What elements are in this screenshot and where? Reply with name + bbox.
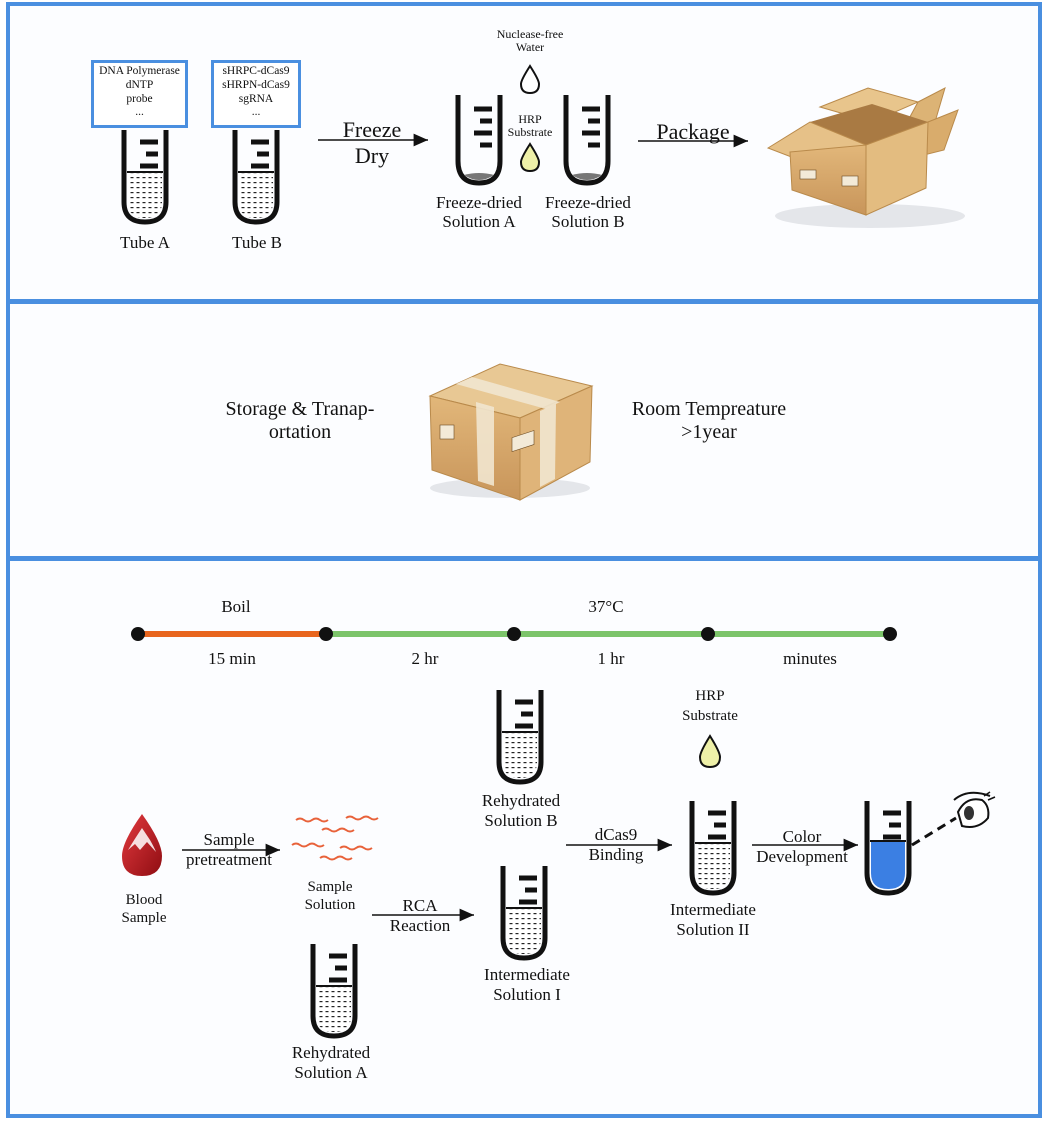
water-label-2: Water (515, 40, 545, 54)
substrate-drop-icon (698, 734, 722, 769)
color-development-label-2: Development (756, 847, 848, 866)
blood-sample-label-1: Blood (125, 892, 163, 908)
reagent-item: probe (126, 92, 153, 105)
storage-label-1: Storage & Tranap- (225, 398, 375, 420)
rehydrated-b-label-1: Rehydrated (481, 791, 561, 810)
reagent-item: sHRPC-dCas9 (222, 65, 290, 77)
water-drop-icon (519, 64, 541, 95)
timeline-node (319, 627, 333, 641)
solution-a-label-1: Freeze-dried (436, 193, 522, 212)
duration-label: 15 min (208, 649, 256, 668)
intermediate-tube-ii-icon (689, 801, 737, 896)
intermediate-ii-label-1: Intermediate (670, 900, 756, 919)
duration-label: 1 hr (597, 649, 625, 668)
timeline-node (883, 627, 897, 641)
freeze-dried-tube-b-icon (563, 95, 611, 186)
sample-solution-label-1: Sample (307, 879, 353, 895)
intermediate-ii-label-2: Solution II (676, 920, 750, 939)
tube-b-icon (232, 130, 280, 225)
temperature-label: 37°C (588, 597, 624, 616)
freeze-dried-tube-a-icon (455, 95, 503, 186)
observation-dashed-line (911, 816, 957, 847)
rca-label-1: RCA (402, 896, 438, 915)
water-label-1: Nuclease-free (496, 27, 564, 41)
tube-a-icon (121, 130, 169, 225)
solution-b-label-2: Solution B (551, 212, 625, 231)
hrp-substrate-label-1: HRP (695, 688, 725, 704)
blue-result-tube-icon (864, 801, 912, 896)
sample-pretreatment-label-2: pretreatment (186, 850, 272, 869)
reagent-item: sgRNA (238, 92, 274, 105)
rehydrated-tube-b-icon (496, 690, 544, 785)
rehydrated-a-label-2: Solution A (294, 1063, 368, 1082)
freeze-dry-label-1: Freeze (342, 117, 402, 142)
dna-fragments-icon (291, 815, 379, 861)
reagent-item: ... (251, 106, 261, 119)
hrp-substrate-label-2: Substrate (682, 708, 738, 724)
color-development-label-1: Color (782, 827, 822, 846)
blood-sample-label-2: Sample (121, 910, 167, 926)
rehydrated-tube-a-icon (310, 944, 358, 1039)
closed-cardboard-box-icon (428, 363, 594, 501)
tube-b-label: Tube B (232, 233, 282, 252)
intermediate-i-label-2: Solution I (493, 985, 561, 1004)
timeline-node (701, 627, 715, 641)
open-cardboard-box-icon (766, 87, 965, 228)
duration-label: minutes (783, 649, 837, 668)
timeline-node (131, 627, 145, 641)
reagent-item: sHRPN-dCas9 (222, 78, 290, 91)
solution-b-label-1: Freeze-dried (545, 193, 631, 212)
rehydrated-b-label-2: Solution B (484, 811, 558, 830)
hrp-substrate-label-1: HRP (518, 112, 542, 126)
hrp-substrate-label-2: Substrate (507, 125, 553, 139)
rehydrated-a-label-1: Rehydrated (291, 1043, 371, 1062)
sample-pretreatment-label-1: Sample (203, 830, 255, 849)
freeze-dry-label-2: Dry (354, 143, 390, 168)
tube-a-reagent-box: DNA Polymerase dNTP probe ... (91, 60, 188, 128)
solution-a-label-2: Solution A (442, 212, 516, 231)
substrate-drop-icon (519, 142, 541, 173)
duration-label: 2 hr (411, 649, 439, 668)
tube-b-reagent-box: sHRPC-dCas9 sHRPN-dCas9 sgRNA ... (211, 60, 301, 128)
package-label: Package (656, 119, 730, 144)
storage-label-2: ortation (268, 421, 332, 443)
timeline (131, 627, 897, 641)
intermediate-i-label-1: Intermediate (484, 965, 570, 984)
blood-drop-icon (122, 814, 162, 876)
reagent-item: dNTP (125, 78, 154, 91)
reagent-item: DNA Polymerase (99, 65, 180, 77)
tube-a-label: Tube A (120, 233, 170, 252)
eye-icon (953, 791, 996, 828)
boil-label: Boil (221, 597, 251, 616)
timeline-node (507, 627, 521, 641)
sample-solution-label-2: Solution (304, 897, 356, 913)
reagent-item: ... (135, 106, 144, 119)
room-temp-label-1: Room Tempreature (631, 398, 787, 420)
rca-label-2: Reaction (389, 916, 451, 935)
dcas9-label-1: dCas9 (594, 825, 638, 844)
dcas9-label-2: Binding (588, 845, 644, 864)
intermediate-tube-i-icon (500, 866, 548, 961)
room-temp-label-2: >1year (681, 421, 737, 443)
